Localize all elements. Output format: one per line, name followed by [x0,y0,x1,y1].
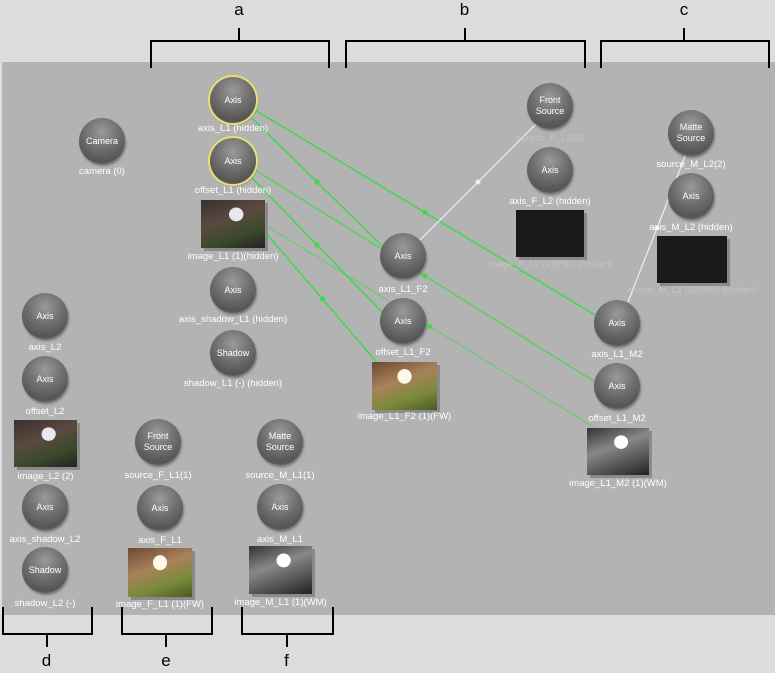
node-source-m-l2-2[interactable]: Matte Source [668,110,714,156]
node-shadow-l2[interactable]: Shadow [22,547,68,593]
node-label: image_F_L1 (1)(FW) [115,599,205,610]
bracket-e [121,607,213,635]
node-label: shadow_L1 (-) (hidden) [183,378,283,389]
bracket-f [241,607,334,635]
node-axis-m-l2-hidden[interactable]: Axis [668,173,714,219]
bracket-c [600,40,770,68]
bracket-label-d: d [41,651,52,670]
node-offset-l1-m2[interactable]: Axis [594,363,640,409]
node-label: axis_M_L1 [257,534,303,545]
node-label: axis_M_L2 (hidden) [649,222,733,233]
image-thumbnail-image-l1-1-hidden[interactable] [201,200,265,248]
node-label: image_M_L1 (1)(WM) [234,597,327,608]
node-label: source_M_L1(1) [245,470,315,481]
node-label: source_F_L1(1) [124,470,192,481]
bracket-d [2,607,93,635]
node-label: image_L1 (1)(hidden) [187,251,279,262]
node-axis-l1-m2[interactable]: Axis [594,300,640,346]
node-offset-l2[interactable]: Axis [22,356,68,402]
node-label: camera (0) [79,166,125,177]
image-thumbnail-image-f-l2-2-fw-hidden[interactable] [516,210,584,257]
bracket-tick [165,635,167,647]
node-axis-f-l1[interactable]: Axis [137,485,183,531]
node-label: offset_L1_M2 [588,413,646,424]
node-label: axis_L1_M2 [591,349,643,360]
node-source-f-l1-1[interactable]: Front Source [135,419,181,465]
image-thumbnail-image-l1-m2-1-wm[interactable] [587,428,649,475]
node-label: offset_L2 [25,406,65,417]
node-shadow-l1-hidden[interactable]: Shadow [210,330,256,376]
node-label: axis_F_L1 [138,535,182,546]
node-axis-f-l2-hidden[interactable]: Axis [527,147,573,193]
node-label: shadow_L2 (-) [14,598,76,609]
arrowhead-icon [427,324,433,329]
image-thumbnail-image-m-l1-1-wm[interactable] [249,546,312,594]
bracket-tick [45,635,48,647]
bracket-label-b: b [459,0,470,19]
node-label: source_M_L2(2) [656,159,726,170]
node-label: image_F_L2 (2)(FW) (hidden) [487,259,613,270]
arrowhead-icon [422,273,428,279]
arrowhead-icon [320,296,325,302]
bracket-a [150,40,330,68]
node-label: image_M_L2 (2)(WM) (hidden) [627,285,757,296]
node-offset-l1-f2[interactable]: Axis [380,298,426,344]
bracket-tick [463,28,466,40]
node-source-f-l2-2[interactable]: Front Source [527,83,573,129]
node-axis-l1-hidden[interactable]: Axis [210,77,256,123]
image-thumbnail-image-l1-f2-1-fw[interactable] [372,362,437,410]
bracket-label-a: a [234,0,244,19]
node-label: axis_L2 [28,342,62,353]
bracket-tick [285,635,288,647]
node-label: image_L2 (2) [17,471,74,482]
node-axis-shadow-l2[interactable]: Axis [22,484,68,530]
node-label: offset_L1 (hidden) [194,185,272,196]
node-label: axis_F_L2 (hidden) [509,196,591,207]
node-axis-shadow-l1-hidden[interactable]: Axis [210,267,256,313]
node-axis-m-l1[interactable]: Axis [257,484,303,530]
image-thumbnail-image-l2-2[interactable] [14,420,77,467]
bracket-b [345,40,586,68]
arrowhead-icon [314,179,320,185]
bracket-tick [238,28,240,40]
node-offset-l1-hidden[interactable]: Axis [210,138,256,184]
node-label: axis_L1_F2 [378,284,428,295]
node-label: axis_shadow_L2 [9,534,81,545]
node-source-m-l1-1[interactable]: Matte Source [257,419,303,465]
arrowhead-icon [422,210,428,215]
node-label: axis_shadow_L1 (hidden) [178,314,288,325]
bracket-tick [683,28,685,40]
arrowhead-icon [314,242,320,248]
node-axis-l1-f2[interactable]: Axis [380,233,426,279]
image-thumbnail-image-f-l1-1-fw[interactable] [128,548,192,597]
node-label: offset_L1_F2 [375,347,431,358]
node-camera-0[interactable]: Camera [79,118,125,164]
node-label: axis_L1 (hidden) [197,123,269,134]
arrowhead-icon [654,225,660,231]
node-label: image_L1_M2 (1)(WM) [569,478,667,489]
image-thumbnail-image-m-l2-2-wm-hidden[interactable] [657,236,727,283]
node-label: source_F_L2(2) [516,133,584,144]
node-axis-l2[interactable]: Axis [22,293,68,339]
arrowhead-icon [475,179,481,185]
bracket-label-e: e [161,651,171,670]
bracket-label-f: f [284,651,289,670]
bracket-label-c: c [679,0,689,19]
node-label: image_L1_F2 (1)(FW) [357,411,452,422]
